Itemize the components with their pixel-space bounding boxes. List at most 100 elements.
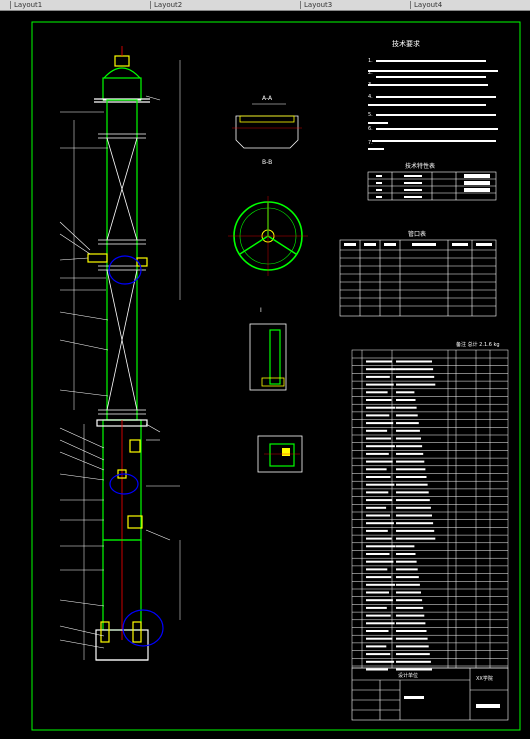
parts-row-text — [366, 452, 389, 455]
parts-row-text — [396, 568, 418, 571]
parts-row-text — [366, 614, 391, 617]
section-view-b: B-B — [228, 159, 308, 276]
svg-text:技术特性表: 技术特性表 — [405, 162, 435, 170]
svg-text:XX学院: XX学院 — [476, 675, 493, 682]
parts-row-text — [366, 514, 390, 517]
parts-row-text — [366, 460, 393, 463]
parts-row-text — [396, 445, 423, 448]
parts-row-text — [366, 653, 391, 656]
svg-text:设计单位: 设计单位 — [398, 672, 418, 679]
detail-view-c: I — [249, 307, 287, 391]
parts-row-text — [396, 560, 417, 563]
parts-list: 备注 总计 2.1.6 kg — [351, 341, 509, 671]
svg-text:1.: 1. — [368, 58, 373, 64]
svg-text:管口表: 管口表 — [408, 230, 426, 238]
tab-layout-2[interactable]: Layout2 — [150, 0, 250, 10]
parts-row-text — [396, 606, 424, 609]
parts-row-text — [366, 429, 388, 432]
parts-row-text — [396, 391, 415, 394]
parts-row-text — [366, 506, 387, 509]
parts-row-text — [366, 483, 395, 486]
parts-row-text — [396, 599, 423, 602]
tab-layout-1[interactable]: Layout1 — [10, 0, 110, 10]
parts-row-text — [366, 375, 390, 378]
parts-row-text — [366, 422, 394, 425]
nozzle-table: 管口表 — [339, 230, 497, 317]
tab-layout-3[interactable]: Layout3 — [300, 0, 400, 10]
parts-row-text — [366, 583, 396, 586]
parts-row-text — [396, 468, 426, 471]
parts-row-text — [396, 653, 430, 656]
parts-row-text — [366, 445, 395, 448]
parts-row-text — [396, 429, 420, 432]
parts-row-text — [366, 391, 388, 394]
parts-row-text — [396, 537, 436, 540]
parts-row-text — [366, 637, 393, 640]
parts-row-text — [366, 399, 392, 401]
svg-text:7.: 7. — [368, 140, 373, 146]
svg-text:B-B: B-B — [262, 159, 272, 166]
parts-row-text — [396, 499, 430, 502]
parts-row-text — [366, 660, 395, 663]
parts-row-text — [396, 506, 431, 509]
parts-row-text — [366, 468, 387, 471]
parts-row-text — [396, 368, 434, 371]
parts-row-text — [396, 414, 418, 417]
parts-row-text — [366, 360, 392, 363]
technical-notes: 技术要求 1. 2. 3. 4. 5. 6. 7. — [368, 39, 498, 150]
parts-row-text — [396, 637, 428, 640]
parts-row-text — [366, 368, 396, 371]
parts-row-text — [396, 522, 434, 525]
parts-row-text — [366, 568, 388, 571]
parts-row-text — [366, 529, 388, 532]
parts-row-text — [396, 514, 432, 517]
parts-row-text — [396, 375, 435, 378]
svg-text:A-A: A-A — [262, 95, 273, 102]
parts-row-text — [366, 437, 391, 440]
svg-text:4.: 4. — [368, 94, 373, 100]
parts-row-text — [366, 630, 389, 632]
parts-row-text — [366, 406, 396, 409]
parts-row-text — [366, 383, 394, 386]
parts-row-text — [396, 660, 431, 663]
dimension-lines — [73, 60, 181, 660]
parts-row-text — [396, 383, 436, 386]
parts-row-text — [396, 399, 416, 401]
parts-row-text — [396, 622, 426, 625]
parts-row-text — [366, 668, 388, 671]
layout-tab-bar: Layout1 Layout2 Layout3 Layout4 — [0, 0, 530, 11]
parts-row-text — [396, 476, 427, 478]
parts-row-text — [396, 406, 417, 409]
spec-table: 技术特性表 — [367, 162, 497, 201]
parts-row-text — [366, 537, 392, 540]
parts-row-text — [396, 576, 419, 579]
drawing-sheet: A-A B-B I 技术要求 1. 2. 3. 4. 5. 6. 7. — [31, 21, 521, 731]
title-block: 设计单位 XX学院 — [351, 667, 509, 721]
parts-row-text — [396, 422, 419, 425]
parts-row-text — [366, 591, 389, 594]
parts-row-text — [396, 645, 429, 648]
parts-row-text — [366, 622, 395, 625]
drawing-frame — [31, 21, 521, 731]
parts-row-text — [366, 599, 393, 602]
parts-row-text — [396, 614, 425, 617]
parts-row-text — [366, 499, 393, 502]
tab-layout-4[interactable]: Layout4 — [410, 0, 510, 10]
parts-row-text — [396, 360, 432, 363]
parts-row-text — [366, 553, 390, 555]
parts-row-text — [366, 491, 389, 494]
parts-row-text — [366, 414, 390, 417]
svg-text:备注 总计 2.1.6 kg: 备注 总计 2.1.6 kg — [456, 341, 500, 348]
parts-row-text — [396, 668, 432, 671]
parts-row-text — [366, 576, 392, 579]
parts-row-text — [366, 606, 387, 609]
parts-row-text — [366, 560, 394, 563]
parts-row-text — [396, 452, 424, 455]
svg-text:I: I — [260, 307, 262, 314]
parts-row-text — [396, 630, 427, 632]
parts-row-text — [396, 529, 435, 532]
detail-view-d — [257, 435, 303, 473]
detail-callout-circles — [108, 255, 164, 647]
parts-row-text — [366, 476, 391, 478]
parts-row-text — [396, 460, 425, 463]
